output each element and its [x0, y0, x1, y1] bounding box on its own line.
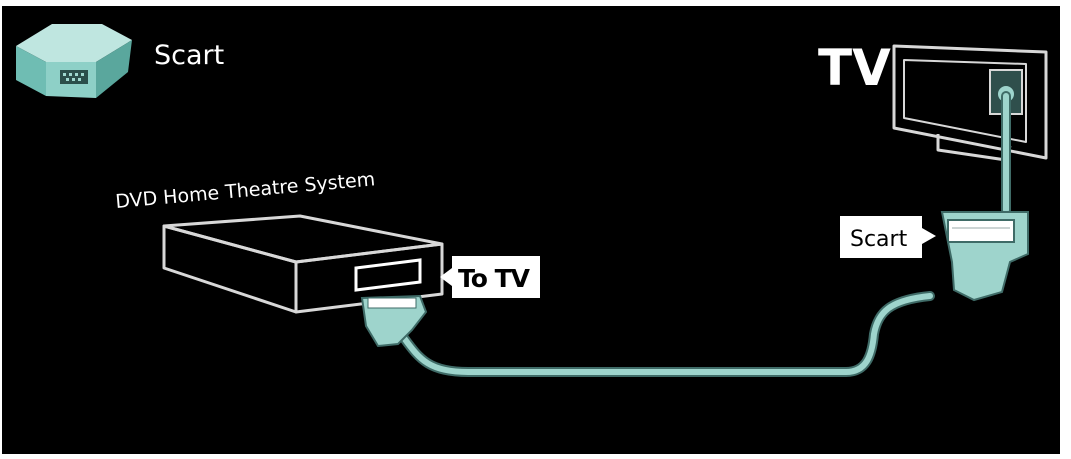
tv-scart-plug: [940, 211, 1029, 302]
dvd-home-theatre-illustration: [162, 214, 444, 314]
dvd-scart-plug: [360, 294, 428, 348]
source-port-label: To TV: [440, 256, 540, 298]
source-port-label-text: To TV: [458, 264, 531, 293]
dvd-scart-socket: [354, 258, 422, 292]
tv-label: TV: [818, 39, 891, 97]
scart-connector-icon: [16, 24, 132, 98]
tv-port-label-text: Scart: [850, 227, 908, 252]
header-title: Scart: [154, 40, 224, 71]
tv-port-label: Scart: [840, 216, 936, 258]
